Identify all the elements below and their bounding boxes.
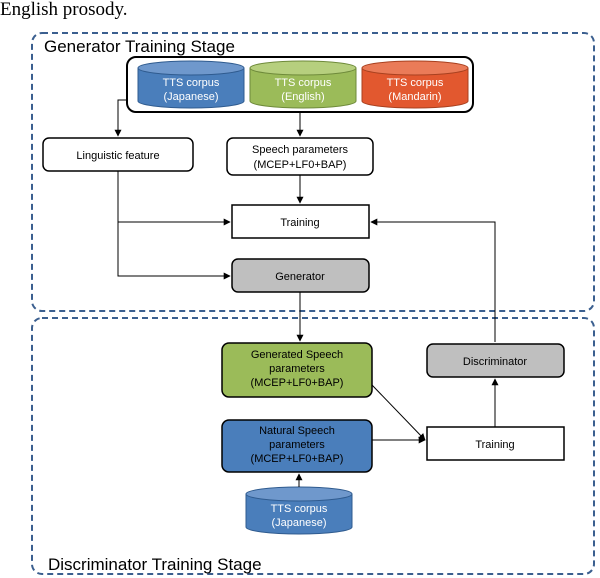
speech-parameters-line1: Speech parameters xyxy=(252,144,348,156)
generated-speech-box xyxy=(221,342,373,398)
corpus-mandarin-line1: TTS corpus xyxy=(387,77,444,89)
natural-speech-line1: Natural Speech xyxy=(259,425,335,437)
generator-training-label: Training xyxy=(280,217,319,229)
discriminator-stage-title: Discriminator Training Stage xyxy=(48,555,262,574)
caption-text: English prosody. xyxy=(0,0,128,20)
linguistic-feature-label: Linguistic feature xyxy=(76,150,159,162)
generated-speech-line3: (MCEP+LF0+BAP) xyxy=(251,377,344,389)
corpus-discriminator-line2: (Japanese) xyxy=(271,517,326,529)
arrow-linguistic-to-training xyxy=(117,171,231,226)
corpus-english: TTS corpus (English) xyxy=(249,60,357,109)
natural-speech-line3: (MCEP+LF0+BAP) xyxy=(251,453,344,465)
arrow-discriminator-to-training xyxy=(370,218,496,342)
corpus-mandarin: TTS corpus (Mandarin) xyxy=(361,60,469,109)
natural-speech-line2: parameters xyxy=(269,439,325,451)
corpus-japanese-line2: (Japanese) xyxy=(163,91,218,103)
discriminator-training-box xyxy=(426,426,565,461)
discriminator-stage-frame xyxy=(31,317,595,575)
generator-stage-title: Generator Training Stage xyxy=(44,37,235,56)
discriminator-training-label: Training xyxy=(475,439,514,451)
generator-stage-frame xyxy=(31,32,595,312)
corpus-japanese: TTS corpus (Japanese) xyxy=(137,60,245,109)
generated-speech-line1: Generated Speech xyxy=(251,349,343,361)
discriminator-label: Discriminator xyxy=(463,356,528,368)
arrow-corpus-to-linguistic xyxy=(114,99,127,137)
arrow-linguistic-to-generator xyxy=(117,222,231,280)
corpus-mandarin-line2: (Mandarin) xyxy=(388,91,441,103)
corpus-english-line1: TTS corpus xyxy=(275,77,332,89)
corpus-japanese-discriminator: TTS corpus (Japanese) xyxy=(245,486,353,535)
arrow-generated-to-training xyxy=(371,384,426,441)
corpus-english-line2: (English) xyxy=(281,91,324,103)
discriminator-box xyxy=(426,343,565,378)
generator-label: Generator xyxy=(275,271,325,283)
speech-parameters-line2: (MCEP+LF0+BAP) xyxy=(254,159,347,171)
generator-training-box xyxy=(231,204,370,239)
corpus-japanese-line1: TTS corpus xyxy=(163,77,220,89)
corpus-discriminator-line1: TTS corpus xyxy=(271,503,328,515)
generated-speech-line2: parameters xyxy=(269,363,325,375)
natural-speech-box xyxy=(221,419,373,473)
